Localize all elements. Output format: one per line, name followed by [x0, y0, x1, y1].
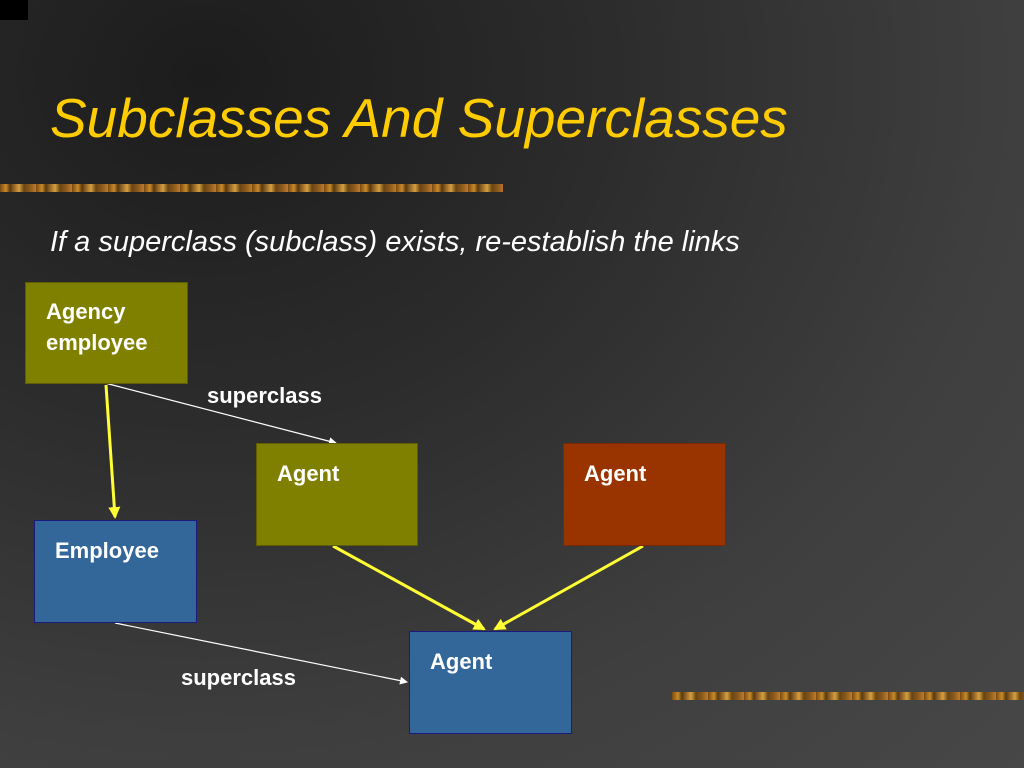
link-agent-right-to-agent-bottom [493, 544, 644, 631]
node-employee: Employee [34, 520, 197, 623]
node-agency-employee-line2: employee [46, 329, 148, 355]
node-agency-employee-line1: Agency [46, 299, 126, 324]
slide-subtitle: If a superclass (subclass) exists, re-es… [50, 226, 740, 258]
link-agency-employee-to-employee [104, 384, 121, 519]
corner-block [0, 0, 28, 20]
node-agent-top-left: Agent [256, 443, 418, 546]
edge-label-superclass-top: superclass [207, 383, 322, 408]
link-agent-left-to-agent-bottom [332, 544, 486, 631]
node-employee-label: Employee [55, 538, 159, 563]
node-agency-employee: Agency employee [25, 282, 188, 384]
edge-label-superclass-bottom: superclass [181, 665, 296, 690]
node-agent-bottom: Agent [409, 631, 572, 734]
node-agent-bottom-label: Agent [430, 649, 493, 674]
node-agent-top-left-label: Agent [277, 461, 340, 486]
slide-title: Subclasses And Superclasses [50, 87, 788, 149]
node-agent-top-right: Agent [563, 443, 726, 546]
decorative-strip-bottom [672, 692, 1024, 700]
link-agency-employee-to-agent [104, 382, 337, 446]
node-agent-top-right-label: Agent [584, 461, 647, 486]
decorative-strip-top [0, 184, 503, 192]
link-employee-to-agent-bottom [114, 622, 408, 685]
